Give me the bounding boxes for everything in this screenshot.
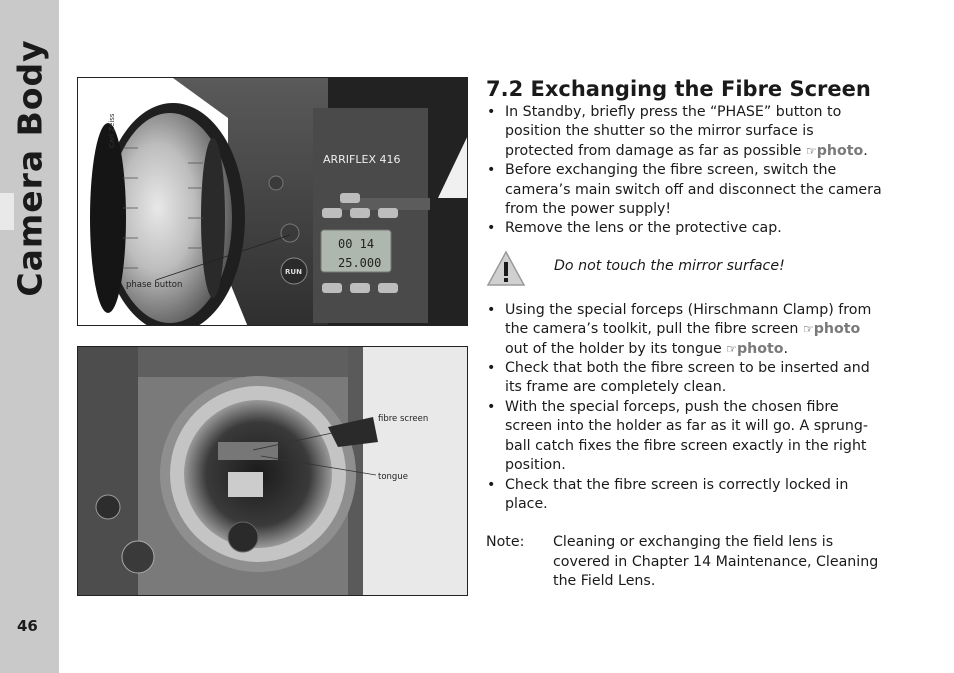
list-item: Check that the fibre screen is correctly… [486,476,886,515]
pointing-hand-icon: ☞ [802,322,814,337]
list-item: Remove the lens or the protective cap. [486,219,886,239]
chapter-title: Camera Body [10,39,50,297]
display-bottom: 25.000 [338,256,381,270]
list-item: Using the special forceps (Hirschmann Cl… [486,301,886,359]
section-title: 7.2 Exchanging the Fibre Screen [486,77,871,101]
photo-reference: photo [736,340,784,357]
warning-box: Do not touch the mirror surface! [486,241,886,297]
callout-tongue: tongue [378,472,408,482]
pointing-hand-icon: ☞ [805,143,817,158]
callout-phase-button: phase button [126,280,183,290]
page-number: 46 [17,617,38,635]
camera-mount-illustration [78,347,467,595]
lens-brand: Carl Zeiss [108,113,116,148]
list-item: In Standby, briefly press the “PHASE” bu… [486,103,886,161]
display-top: 00 14 [338,237,374,251]
list-item: Before exchanging the fibre screen, swit… [486,161,886,219]
list-item: Check that both the fibre screen to be i… [486,359,886,398]
callout-fibre-screen: fibre screen [378,414,429,424]
camera-brand: ARRIFLEX 416 [323,153,401,166]
warning-triangle-icon [486,250,526,286]
camera-mount-photo: fibre screen tongue [77,346,468,596]
note: Note: Cleaning or exchanging the field l… [486,533,886,591]
list-item: With the special forceps, push the chose… [486,398,886,476]
warning-text: Do not touch the mirror surface! [554,257,785,274]
photo-reference: photo [816,142,864,159]
bullet-list-a: In Standby, briefly press the “PHASE” bu… [486,103,886,239]
camera-side-illustration: Carl Zeiss RUN ARRIFLEX 416 00 14 25.000 [78,78,467,325]
note-label: Note: [486,534,525,551]
main-content: 7.2 Exchanging the Fibre Screen In Stand… [486,77,886,592]
sidebar-tab [0,193,14,230]
photo-reference: photo [813,321,861,338]
note-text: Cleaning or exchanging the field lens is… [553,534,879,590]
pointing-hand-icon: ☞ [726,341,737,356]
run-label: RUN [285,268,302,276]
bullet-list-b: Using the special forceps (Hirschmann Cl… [486,301,886,514]
sidebar: Camera Body 46 [0,0,59,673]
camera-side-photo: Carl Zeiss RUN ARRIFLEX 416 00 14 25.000… [77,77,468,326]
